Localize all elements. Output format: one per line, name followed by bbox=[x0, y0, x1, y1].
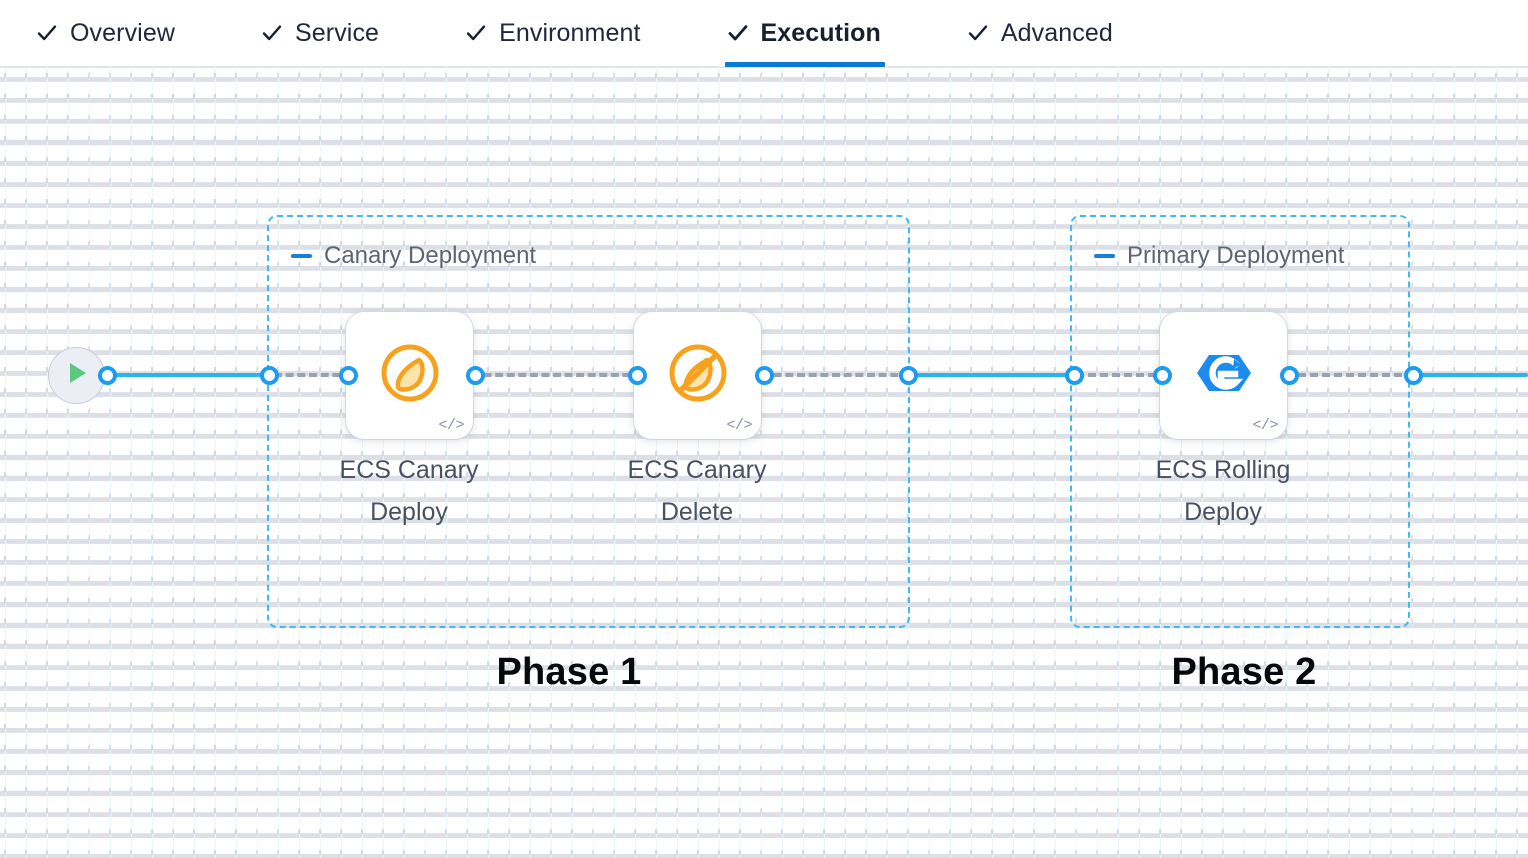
tab-service-label: Service bbox=[295, 18, 380, 47]
phase-1-caption: Phase 1 bbox=[496, 651, 642, 693]
node-ecs-canary-delete[interactable]: </> bbox=[634, 312, 761, 439]
node-label-line-1: ECS Rolling bbox=[1155, 456, 1291, 484]
port-primary-group-output[interactable] bbox=[1404, 366, 1423, 385]
port-rolling-deploy-output[interactable] bbox=[1280, 366, 1299, 385]
code-icon: </> bbox=[438, 417, 464, 434]
group-primary-deployment-title: Primary Deployment bbox=[1127, 242, 1345, 269]
play-icon bbox=[65, 360, 89, 391]
canary-bird-icon bbox=[378, 341, 442, 410]
ecs-rolling-icon bbox=[1193, 342, 1255, 409]
minus-icon[interactable] bbox=[291, 254, 312, 258]
group-primary-deployment-header: Primary Deployment bbox=[1094, 244, 1344, 268]
port-canary-delete-output[interactable] bbox=[755, 366, 774, 385]
port-primary-group-input[interactable] bbox=[1065, 366, 1084, 385]
group-canary-deployment-header: Canary Deployment bbox=[291, 244, 536, 268]
group-primary-deployment[interactable]: Primary Deployment bbox=[1070, 215, 1410, 628]
check-icon bbox=[36, 22, 58, 44]
node-label-line-2: Delete bbox=[660, 497, 734, 526]
tab-execution[interactable]: Execution bbox=[724, 0, 886, 67]
minus-icon[interactable] bbox=[1094, 254, 1115, 258]
port-canary-deploy-output[interactable] bbox=[466, 366, 485, 385]
pipeline-tab-bar: Overview Service Environment Execution A bbox=[0, 0, 1528, 67]
group-canary-deployment[interactable]: Canary Deployment bbox=[267, 215, 910, 628]
connector-canary-group-to-deploy bbox=[274, 373, 352, 377]
code-icon: </> bbox=[726, 417, 752, 434]
tab-advanced[interactable]: Advanced bbox=[967, 0, 1113, 67]
connector-rolling-to-group-exit bbox=[1286, 373, 1414, 377]
check-icon bbox=[465, 22, 487, 44]
check-icon bbox=[967, 22, 989, 44]
connector-deploy-to-delete bbox=[472, 373, 642, 377]
canary-bird-slash-icon bbox=[666, 341, 730, 410]
connector-start-to-canary-group bbox=[100, 373, 272, 377]
node-ecs-canary-deploy-label: ECS Canary Deploy bbox=[294, 450, 524, 533]
check-icon bbox=[727, 22, 749, 44]
node-ecs-canary-deploy[interactable]: </> bbox=[346, 312, 473, 439]
node-ecs-rolling-deploy-label: ECS Rolling Deploy bbox=[1108, 450, 1338, 533]
tab-overview[interactable]: Overview bbox=[36, 0, 175, 67]
connector-phase2-to-end bbox=[1410, 373, 1528, 377]
phase-2-caption: Phase 2 bbox=[1171, 651, 1317, 693]
tab-environment[interactable]: Environment bbox=[465, 0, 640, 67]
port-canary-group-output[interactable] bbox=[899, 366, 918, 385]
node-label-line-2: Deploy bbox=[1184, 497, 1262, 526]
connector-delete-to-group-exit bbox=[762, 373, 910, 377]
pipeline-canvas[interactable]: Canary Deployment Primary Deployment bbox=[0, 67, 1528, 858]
node-label-line-2: Deploy bbox=[370, 497, 448, 526]
port-canary-group-input[interactable] bbox=[260, 366, 279, 385]
port-start-output[interactable] bbox=[98, 366, 117, 385]
node-label-line-1: ECS Canary bbox=[339, 456, 479, 484]
node-label-line-1: ECS Canary bbox=[627, 456, 767, 484]
port-canary-deploy-input[interactable] bbox=[339, 366, 358, 385]
port-canary-delete-input[interactable] bbox=[628, 366, 647, 385]
tab-service[interactable]: Service bbox=[261, 0, 379, 67]
group-canary-deployment-title: Canary Deployment bbox=[324, 242, 537, 269]
tab-advanced-label: Advanced bbox=[1000, 18, 1113, 47]
port-rolling-deploy-input[interactable] bbox=[1153, 366, 1172, 385]
connector-primary-group-to-rolling bbox=[1076, 373, 1168, 377]
code-icon: </> bbox=[1252, 417, 1278, 434]
connector-phase1-to-phase2 bbox=[906, 373, 1078, 377]
tab-environment-label: Environment bbox=[499, 18, 641, 47]
node-ecs-rolling-deploy[interactable]: </> bbox=[1160, 312, 1287, 439]
check-icon bbox=[261, 22, 283, 44]
node-ecs-canary-delete-label: ECS Canary Delete bbox=[582, 450, 812, 533]
tab-overview-label: Overview bbox=[70, 18, 175, 47]
pipeline-start-node[interactable] bbox=[48, 347, 105, 404]
tab-execution-label: Execution bbox=[760, 18, 881, 47]
